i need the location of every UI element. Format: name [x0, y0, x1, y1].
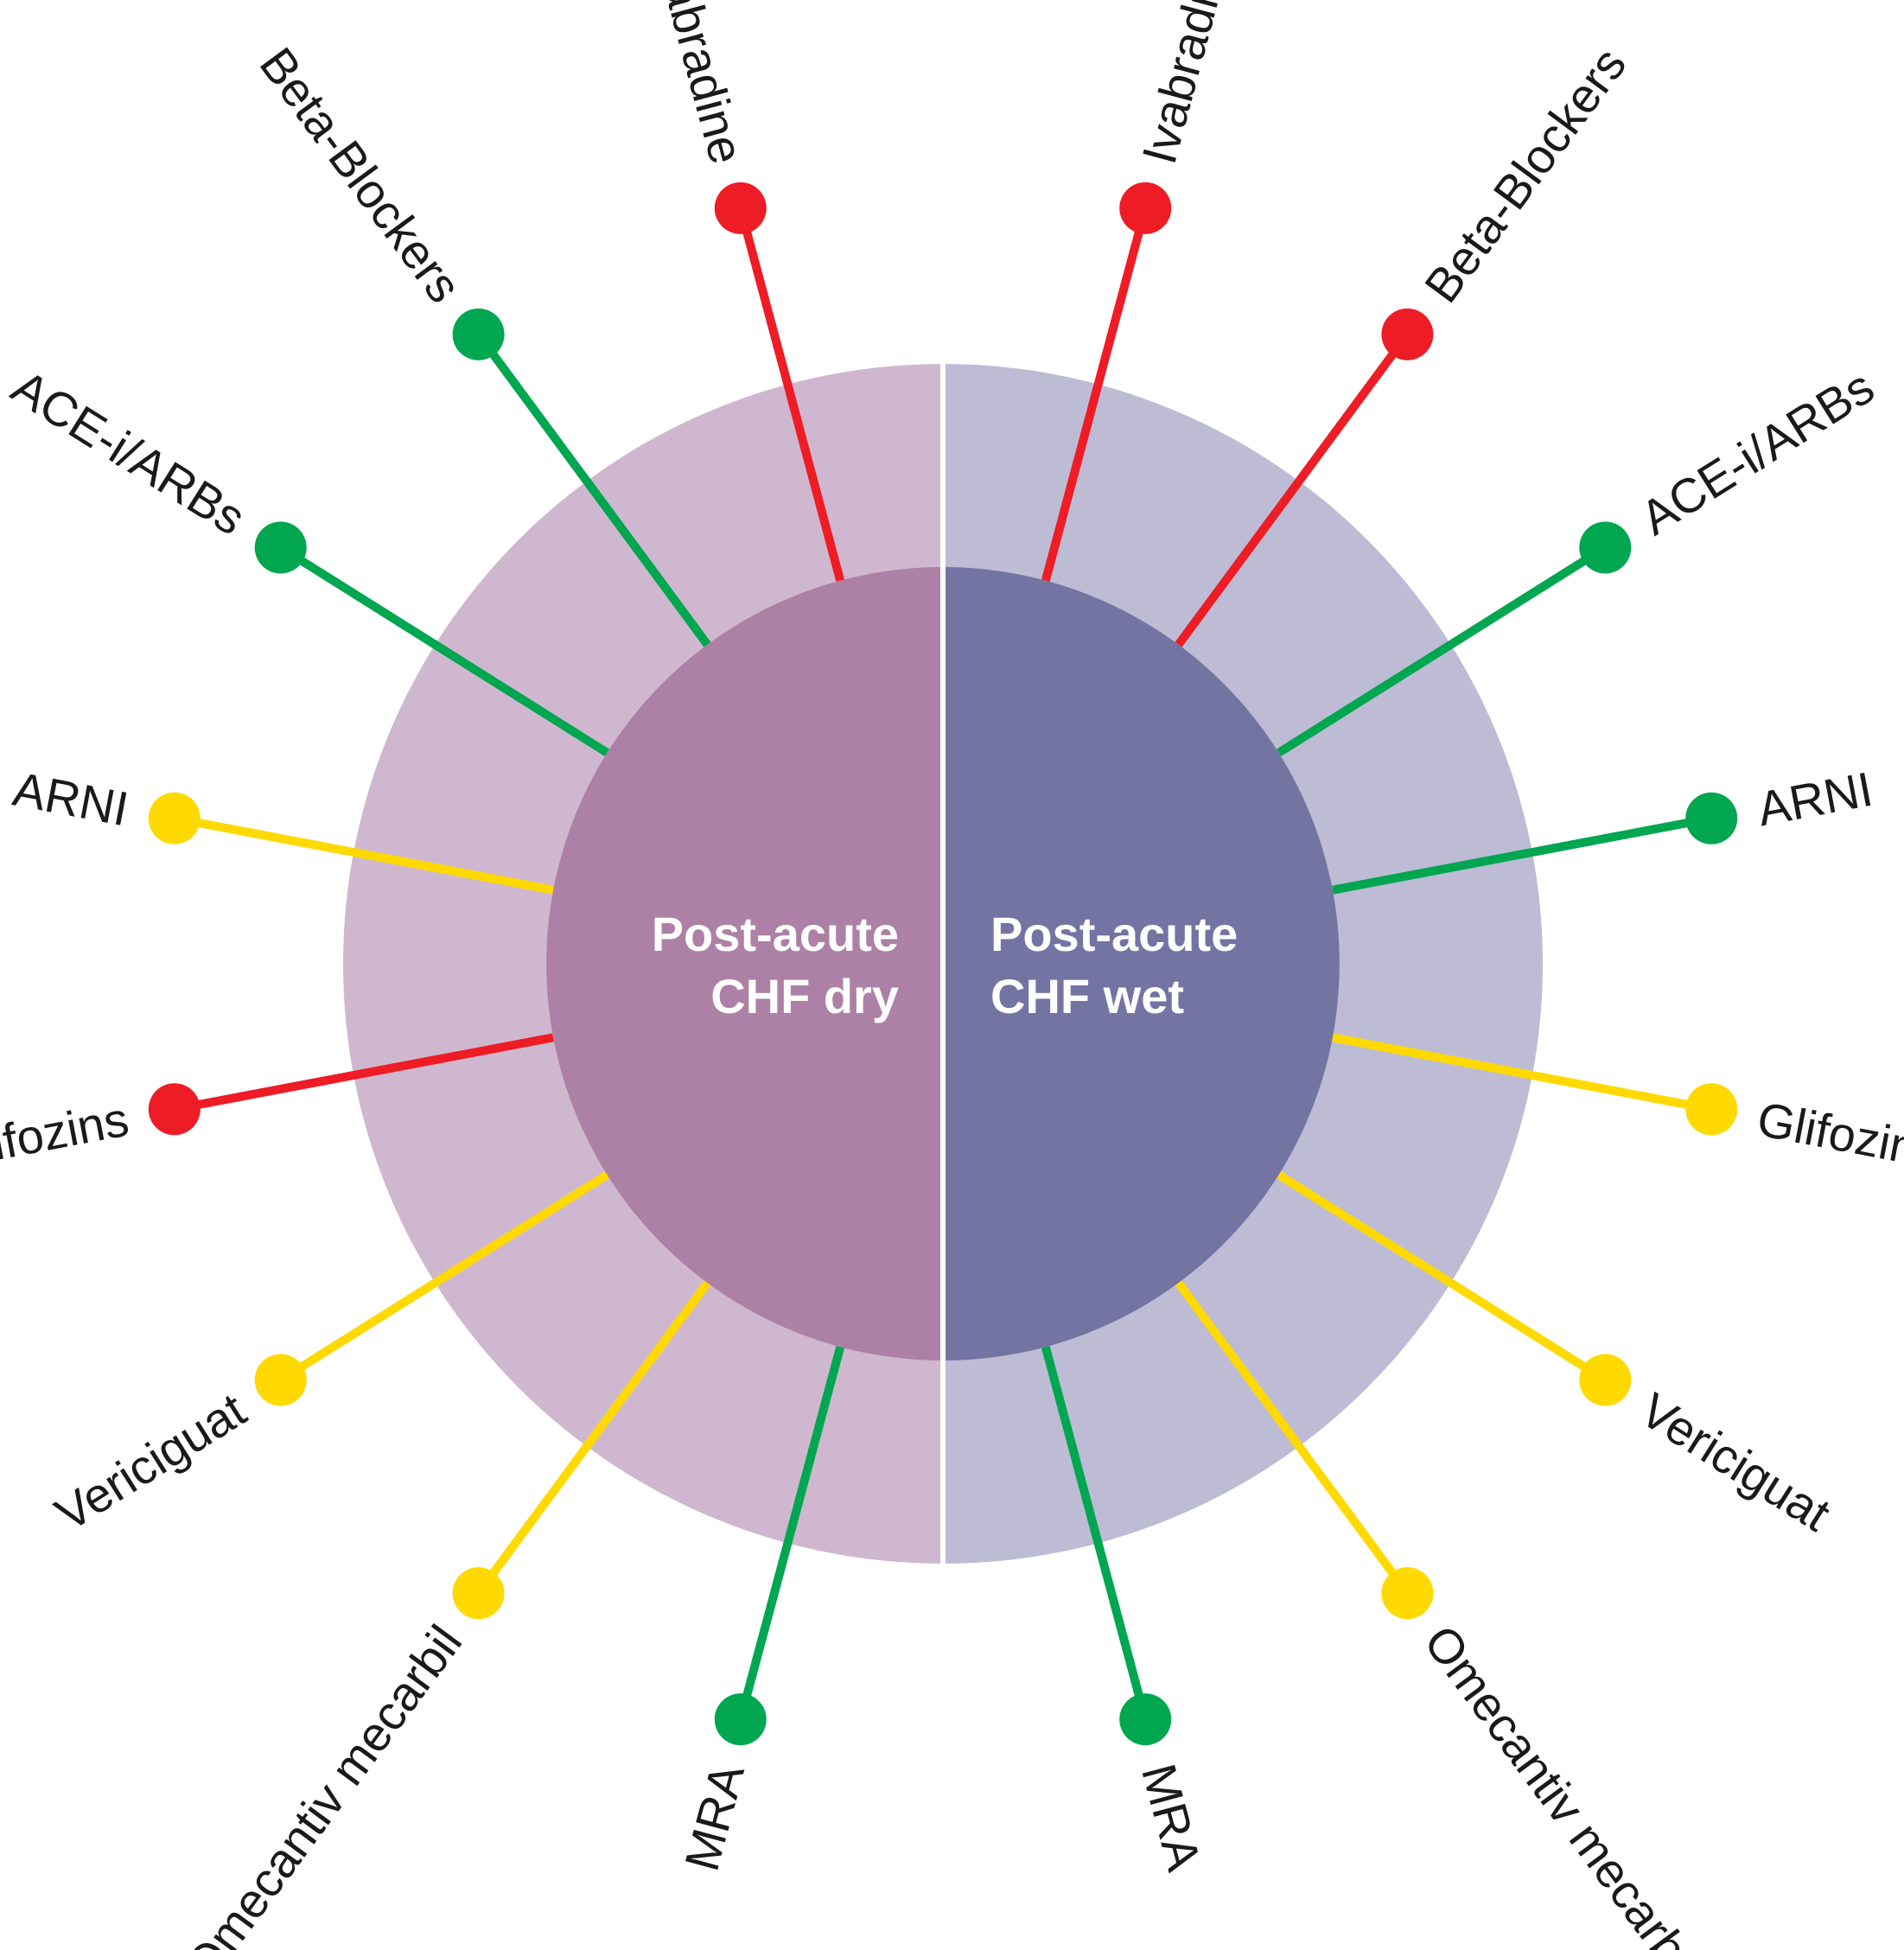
- status-dot-right-omecantiv-mecarbil: [1381, 1567, 1434, 1620]
- status-dot-left-beta-blockers: [452, 308, 505, 360]
- spoke-line-left-ivabradine: [735, 207, 845, 582]
- drug-label-right-arni: ARNI: [1753, 762, 1876, 837]
- status-dot-left-mra: [714, 1693, 767, 1746]
- drug-label-left-arni: ARNI: [9, 762, 132, 837]
- center-right-line2: CHF wet: [990, 969, 1184, 1023]
- drug-label-left-omecantiv-mecarbil: Omecantiv mecarbil: [175, 1615, 473, 1950]
- drug-label-left-ace-i-arbs: ACE-i/ARBs: [3, 359, 255, 545]
- drug-label-right-ivabradine: Ivabradine: [1131, 0, 1243, 169]
- spoke-line-left-beta-blockers: [474, 331, 711, 647]
- center-labels: Post-acute CHF dry Post-acute CHF wet: [652, 907, 1239, 1023]
- center-left-line1: Post-acute: [652, 907, 899, 961]
- status-dot-right-arni: [1685, 792, 1738, 844]
- spoke-line-left-vericiguat: [278, 1170, 610, 1384]
- inner-circle-right-half: [943, 567, 1340, 1361]
- drug-label-right-mra: MRA: [1131, 1758, 1212, 1877]
- rings: [343, 362, 1543, 1565]
- status-dot-right-vericiguat: [1579, 1354, 1632, 1406]
- spoke-line-right-beta-blockers: [1175, 331, 1411, 647]
- status-dot-right-beta-blockers: [1381, 308, 1434, 360]
- spoke-line-left-ace-i-arbs: [278, 544, 610, 757]
- status-dot-left-omecantiv-mecarbil: [452, 1567, 505, 1620]
- drug-label-left-beta-blockers: Beta-Blockers: [250, 37, 473, 312]
- spoke-line-left-glifozins: [173, 1033, 554, 1114]
- spoke-line-right-vericiguat: [1276, 1170, 1608, 1384]
- status-dot-left-arni: [148, 792, 201, 844]
- drug-label-right-glifozins: Glifozins: [1753, 1092, 1904, 1180]
- drug-label-left-vericiguat: Vericiguat: [46, 1382, 255, 1541]
- spoke-line-right-mra: [1041, 1346, 1150, 1721]
- spoke-line-left-mra: [735, 1346, 845, 1721]
- inner-circle-left-half: [546, 567, 943, 1361]
- status-dot-left-glifozins: [148, 1083, 201, 1136]
- drug-label-left-glifozins: Glifozins: [0, 1092, 133, 1180]
- spoke-line-right-omecantiv-mecarbil: [1175, 1280, 1411, 1596]
- drug-label-right-ace-i-arbs: ACE-i/ARBs: [1631, 359, 1883, 545]
- spoke-line-right-ace-i-arbs: [1276, 544, 1608, 757]
- drug-label-left-ivabradine: Ivabradine: [643, 0, 755, 169]
- status-dot-left-vericiguat: [254, 1354, 307, 1406]
- spoke-line-left-omecantiv-mecarbil: [474, 1280, 711, 1596]
- drug-label-left-mra: MRA: [674, 1758, 755, 1877]
- status-dot-left-ace-i-arbs: [254, 521, 307, 574]
- spoke-line-right-ivabradine: [1041, 207, 1150, 582]
- spokes: [148, 182, 1738, 1746]
- status-dot-right-glifozins: [1685, 1083, 1738, 1136]
- drug-label-right-omecantiv-mecarbil: Omecantiv mecarbil: [1414, 1615, 1712, 1950]
- status-dot-right-ace-i-arbs: [1579, 521, 1632, 574]
- spoke-line-right-glifozins: [1332, 1033, 1713, 1114]
- status-dot-right-mra: [1119, 1693, 1172, 1746]
- spoke-line-left-arni: [173, 813, 554, 895]
- spoke-line-right-arni: [1332, 813, 1713, 895]
- center-right-line1: Post-acute: [990, 907, 1238, 961]
- status-dot-right-ivabradine: [1119, 182, 1172, 234]
- drug-label-right-vericiguat: Vericiguat: [1631, 1382, 1840, 1541]
- status-dot-left-ivabradine: [714, 182, 767, 234]
- center-left-line2: CHF dry: [710, 969, 899, 1023]
- drug-label-right-beta-blockers: Beta-Blockers: [1414, 37, 1637, 312]
